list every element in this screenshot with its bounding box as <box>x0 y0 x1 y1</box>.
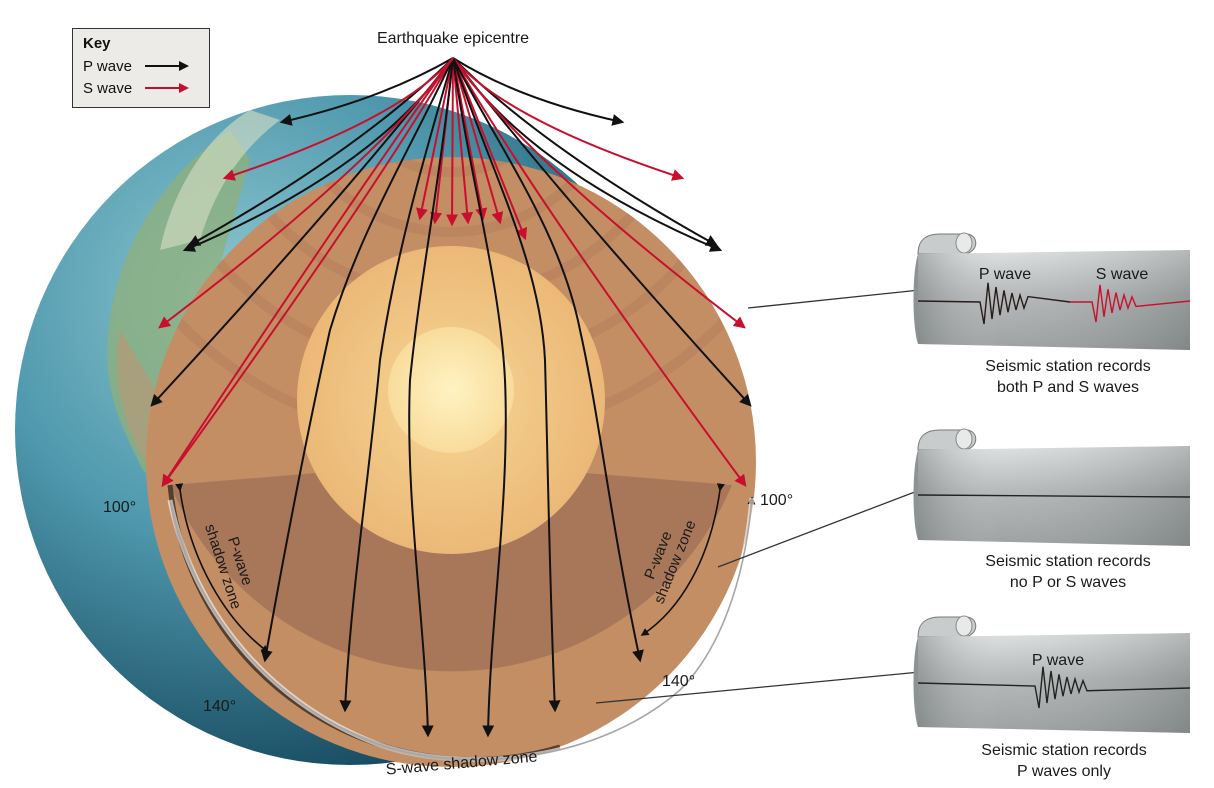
s-wave-ray <box>446 57 459 227</box>
s-wave-ray <box>452 57 746 329</box>
p-wave-core-ray <box>452 57 507 738</box>
key-row-s-wave: S wave <box>83 77 199 99</box>
s-wave-ray <box>222 57 454 181</box>
p-shadow-arc-left <box>175 483 270 653</box>
wave-rays <box>150 57 752 738</box>
station-2-caption-line1: Seismic station records <box>985 553 1151 570</box>
trace-3-p-wave <box>917 666 1191 709</box>
station-3-p-label: P wave <box>1032 652 1084 669</box>
station-2-caption: Seismic station records no P or S waves <box>938 551 1198 593</box>
station-drum-2 <box>913 428 1190 546</box>
s-wave-ray <box>452 57 747 487</box>
angle-left-140: 140° <box>203 698 236 715</box>
epicentre-label: Earthquake epicentre <box>377 30 529 47</box>
station-drum-1 <box>913 232 1190 350</box>
station-1-p-label: P wave <box>979 266 1031 283</box>
key-row-p-wave: P wave <box>83 55 199 77</box>
p-wave-arrow-icon <box>145 61 189 71</box>
trace-2-flat <box>917 494 1191 498</box>
station-1-s-label: S wave <box>1096 266 1149 283</box>
s-wave-arrow-icon <box>145 83 189 93</box>
continent-north-highlight <box>160 110 280 250</box>
key-title: Key <box>83 35 111 52</box>
key-legend: Key P wave S wave <box>72 28 210 108</box>
p-shadow-arc-right <box>640 483 725 636</box>
shadow-region <box>170 462 732 672</box>
inner-core <box>388 327 514 453</box>
seismogram-traces <box>917 282 1191 709</box>
station-1-caption-line2: both P and S waves <box>996 379 1140 396</box>
s-shadow-arc-halo <box>167 497 755 763</box>
station-leaders <box>595 289 921 704</box>
s-wave-ray <box>452 57 685 181</box>
s-wave-ray <box>161 57 454 487</box>
s-wave-ray <box>452 57 528 241</box>
station-3-caption: Seismic station records P waves only <box>934 740 1194 782</box>
s-wave-ray <box>158 57 454 329</box>
s-wave-ray <box>452 57 504 225</box>
p-wave-core-ray <box>260 57 454 663</box>
angle-right-100: 100° <box>760 492 793 509</box>
p-wave-core-ray <box>452 57 644 663</box>
trace-1-s-wave <box>1070 284 1191 323</box>
p-wave-core-ray <box>452 57 561 713</box>
station-2-caption-line2: no P or S waves <box>1009 574 1127 591</box>
trace-1-p-wave <box>917 282 1071 325</box>
station-3-caption-line1: Seismic station records <box>981 742 1147 759</box>
p-wave-core-ray <box>339 57 454 713</box>
station-3-caption-line2: P waves only <box>1017 763 1111 780</box>
cross-section <box>146 157 756 767</box>
angle-right-140: 140° <box>662 673 695 690</box>
angle-left-100: 100° <box>103 499 136 516</box>
s-wave-ray <box>416 57 454 221</box>
p-wave-ray <box>279 57 454 126</box>
station-1-caption: Seismic station records both P and S wav… <box>938 356 1198 398</box>
shadow-zone-arcs <box>167 483 756 763</box>
key-p-wave-label: P wave <box>83 57 132 75</box>
p-wave-ray <box>452 57 625 126</box>
key-s-wave-label: S wave <box>83 79 133 97</box>
s-wave-ray <box>161 57 454 488</box>
station-drum-3 <box>913 615 1190 733</box>
station-1-caption-line1: Seismic station records <box>985 358 1151 375</box>
s-wave-ray <box>452 57 474 225</box>
p-wave-core-ray <box>408 57 454 738</box>
